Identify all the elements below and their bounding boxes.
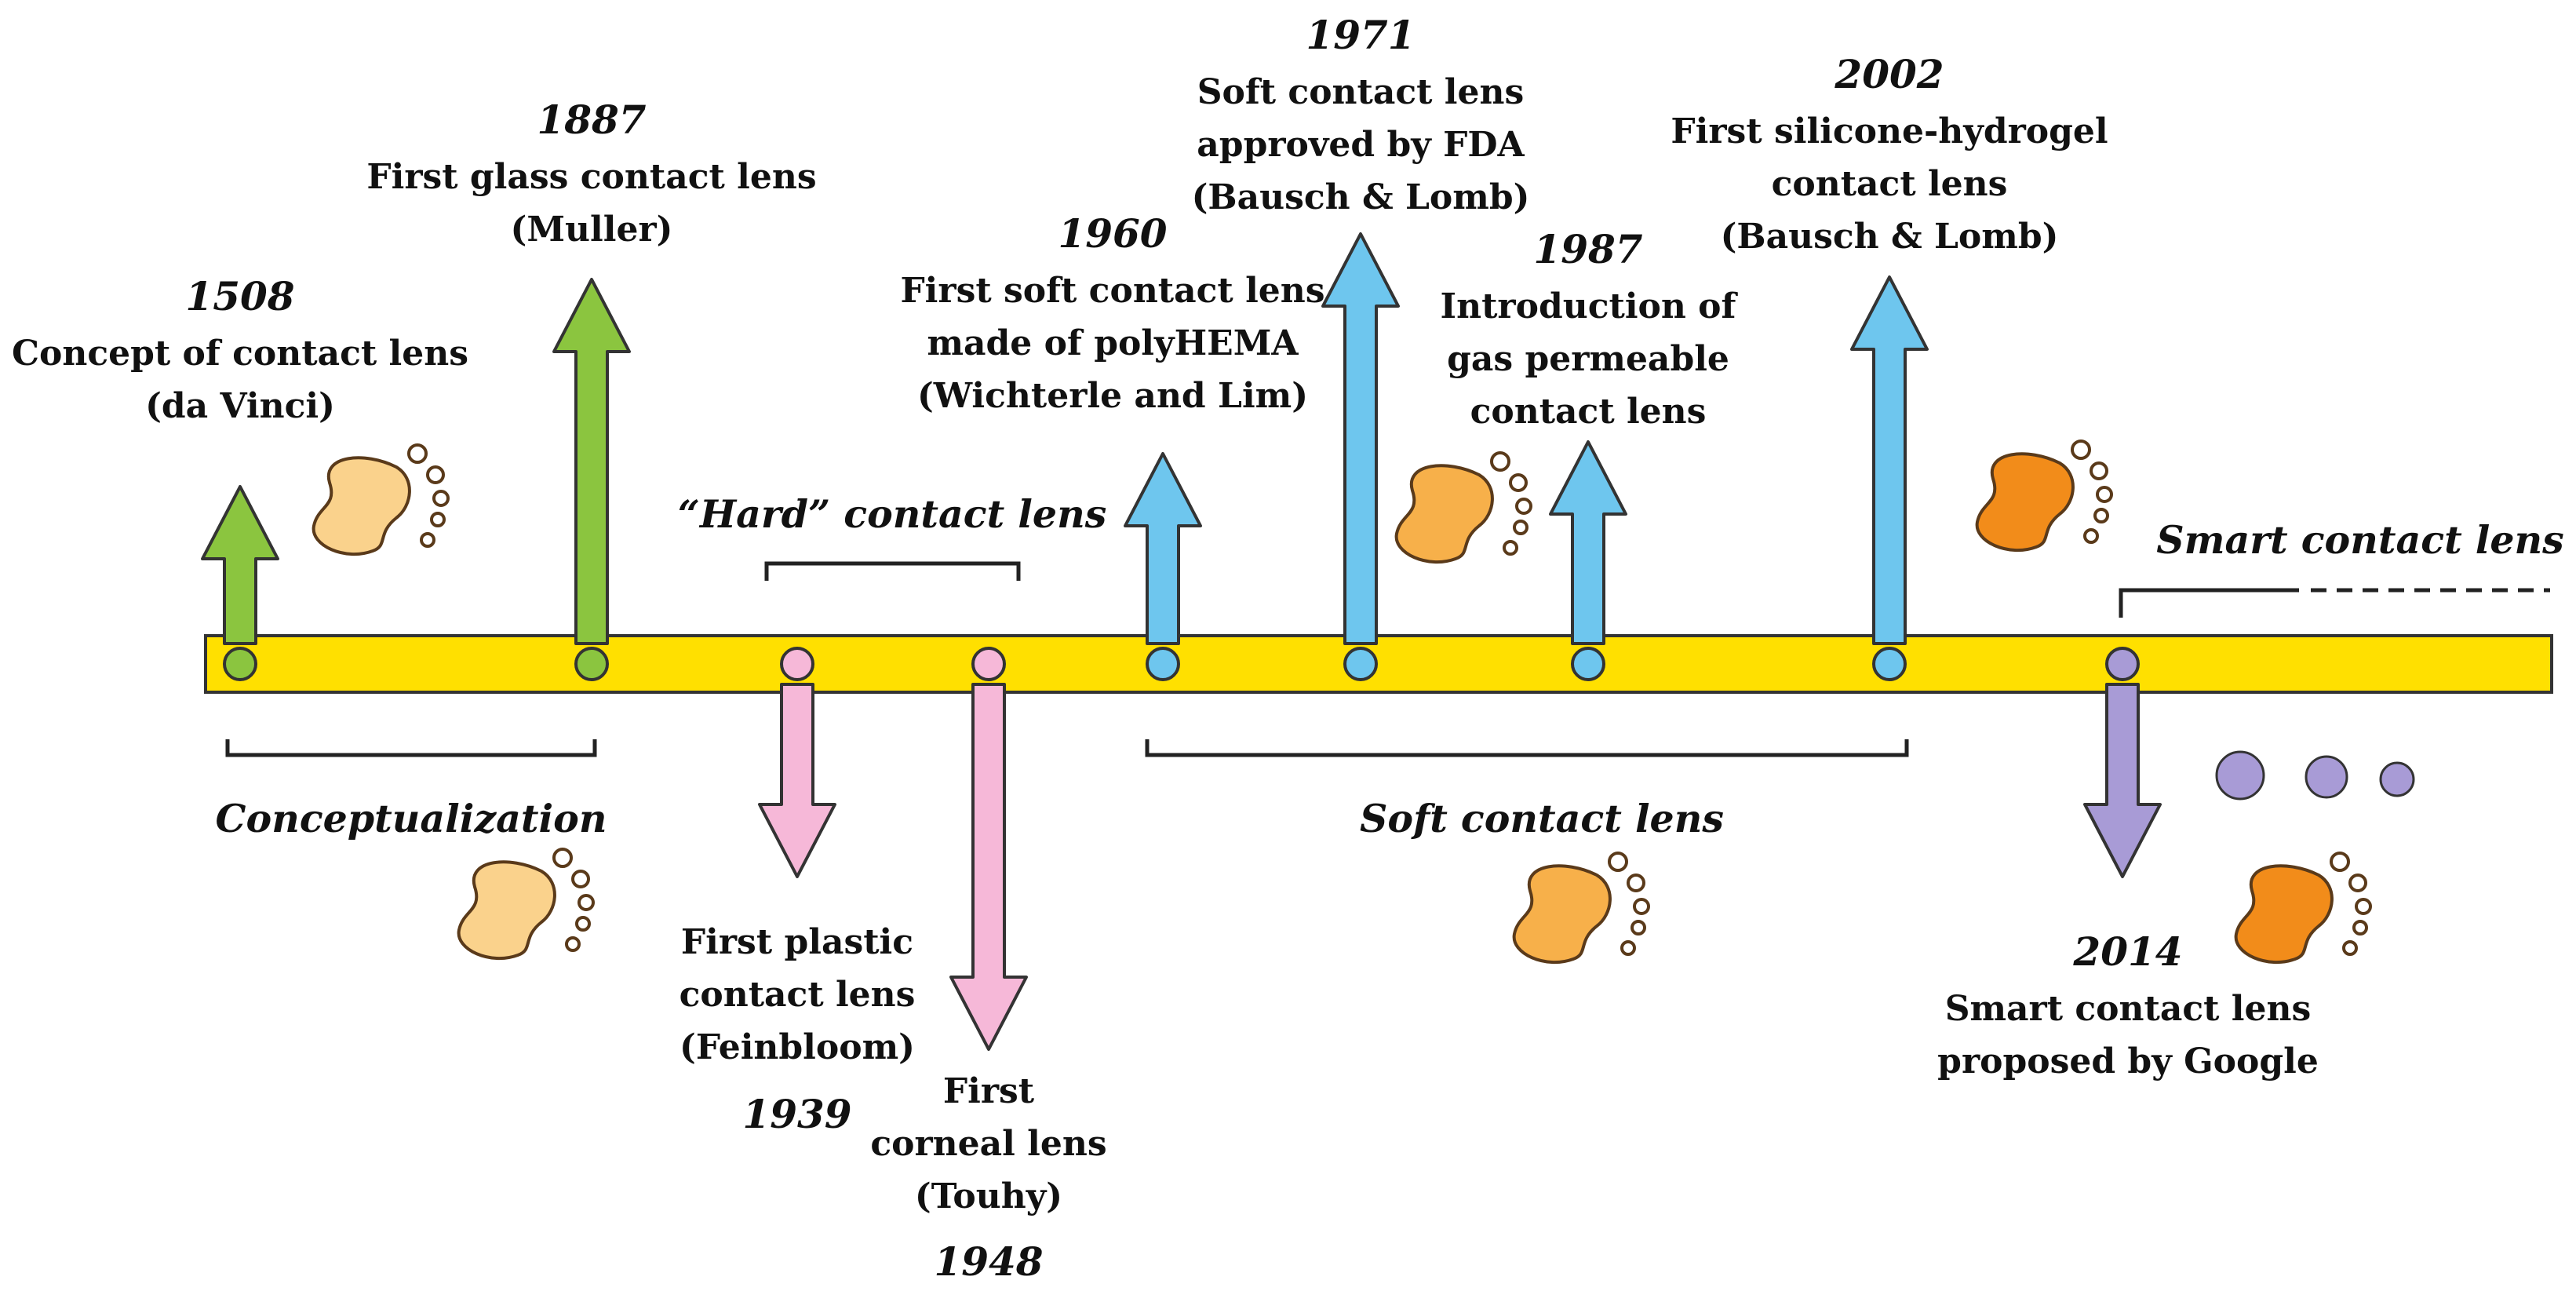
milestone-text: First — [943, 1071, 1035, 1111]
bracket-soft — [1145, 739, 1909, 757]
footprint-icon — [457, 848, 595, 960]
bracket-hard — [764, 561, 1021, 581]
milestone-text: approved by FDA — [1197, 125, 1525, 165]
milestone-year: 1971 — [1306, 12, 1415, 58]
marker-2014 — [2105, 647, 2140, 681]
arrow-1939 — [758, 683, 836, 878]
milestone-text: First soft contact lens — [900, 271, 1324, 311]
arrow-1971 — [1321, 232, 1400, 645]
milestone-text: proposed by Google — [1937, 1041, 2319, 1081]
milestone-year: 1948 — [934, 1238, 1043, 1285]
footprint-icon — [1975, 439, 2113, 552]
era-label-smart: Smart contact lens — [2156, 517, 2564, 563]
marker-1960 — [1146, 647, 1180, 681]
milestone-text: Smart contact lens — [1945, 989, 2312, 1029]
milestone-text: contact lens — [680, 975, 916, 1015]
milestone-year: 1987 — [1533, 226, 1642, 272]
marker-1939 — [780, 647, 814, 681]
future-dot-icon — [2215, 750, 2265, 801]
era-label-soft: Soft contact lens — [1360, 796, 1724, 841]
milestone-year: 1939 — [742, 1091, 851, 1137]
bracket-conceptualization — [225, 739, 597, 757]
arrow-2002 — [1850, 275, 1929, 645]
milestone-year: 2002 — [1834, 51, 1944, 97]
footprint-icon — [312, 443, 450, 556]
milestone-text: (Bausch & Lomb) — [1721, 217, 2059, 257]
milestone-text: (Wichterle and Lim) — [917, 376, 1308, 416]
milestone-text: made of polyHEMA — [927, 323, 1299, 363]
milestone-2002: 2002 First silicone-hydrogel contact len… — [1671, 51, 2108, 257]
future-dot-icon — [2305, 755, 2348, 799]
milestone-year: 1508 — [185, 273, 294, 319]
milestone-year: 1887 — [537, 97, 646, 143]
milestone-text: First plastic — [681, 922, 913, 962]
milestone-text: (Touhy) — [915, 1176, 1062, 1216]
milestone-text: (Muller) — [511, 210, 673, 250]
milestone-text: contact lens — [1470, 392, 1707, 432]
arrow-1987 — [1549, 440, 1627, 645]
future-dot-icon — [2379, 761, 2415, 797]
milestone-1987: 1987 Introduction of gas permeable conta… — [1441, 226, 1739, 432]
milestone-text: (Bausch & Lomb) — [1192, 177, 1530, 217]
footprint-icon — [2234, 852, 2372, 964]
arrow-1887 — [552, 278, 631, 645]
era-label-conceptualization: Conceptualization — [216, 796, 607, 841]
milestone-text: Concept of contact lens — [12, 334, 468, 374]
bracket-smart — [2119, 588, 2299, 618]
marker-1987 — [1571, 647, 1605, 681]
milestone-1508: 1508 Concept of contact lens (da Vinci) — [12, 273, 468, 426]
milestone-1939: First plastic contact lens (Feinbloom) 1… — [680, 922, 916, 1137]
milestone-text: First silicone-hydrogel — [1671, 111, 2108, 151]
milestone-2014: 2014 Smart contact lens proposed by Goog… — [1937, 928, 2319, 1081]
milestone-text: gas permeable — [1447, 339, 1729, 379]
marker-1948 — [971, 647, 1006, 681]
arrow-1508 — [201, 485, 279, 645]
milestone-text: (da Vinci) — [145, 386, 335, 426]
milestone-year: 1960 — [1058, 210, 1167, 257]
milestone-1971: 1971 Soft contact lens approved by FDA (… — [1192, 12, 1530, 217]
timeline-bar — [204, 634, 2553, 694]
footprint-icon — [1394, 451, 1532, 563]
marker-1971 — [1343, 647, 1378, 681]
milestone-text: First glass contact lens — [366, 157, 816, 197]
arrow-1948 — [949, 683, 1028, 1051]
marker-1887 — [574, 647, 609, 681]
milestone-text: Soft contact lens — [1197, 72, 1525, 112]
arrow-1960 — [1124, 452, 1202, 645]
milestone-1960: 1960 First soft contact lens made of pol… — [900, 210, 1324, 416]
milestone-1948: First corneal lens (Touhy) 1948 — [870, 1071, 1106, 1285]
era-label-hard: “Hard” contact lens — [678, 491, 1107, 537]
milestone-text: Introduction of — [1441, 286, 1739, 326]
milestone-text: (Feinbloom) — [680, 1027, 915, 1067]
marker-1508 — [223, 647, 257, 681]
marker-2002 — [1872, 647, 1907, 681]
milestone-year: 2014 — [2072, 928, 2182, 975]
milestone-1887: 1887 First glass contact lens (Muller) — [366, 97, 816, 250]
footprint-icon — [1512, 852, 1650, 964]
milestone-text: corneal lens — [870, 1124, 1106, 1164]
milestone-text: contact lens — [1772, 164, 2008, 204]
arrow-2014 — [2083, 683, 2162, 878]
